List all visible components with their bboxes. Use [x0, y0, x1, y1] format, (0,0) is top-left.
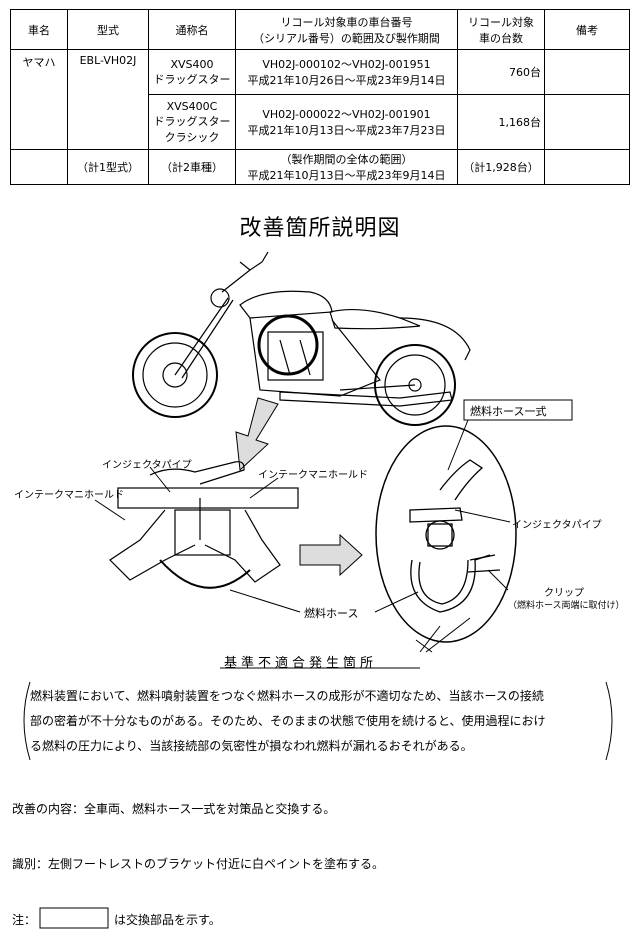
- detail-ellipse: [375, 425, 517, 643]
- diagram-title: 改善箇所説明図: [239, 216, 401, 241]
- total-count: （計1,928台）: [457, 149, 545, 185]
- total-make-cell: [10, 149, 68, 185]
- label-injector-pipe-left: インジェクタパイプ: [102, 460, 192, 471]
- description-bracket: [23, 681, 613, 761]
- header-notes: 備考: [544, 9, 630, 50]
- count-cell: 760台: [457, 49, 545, 95]
- remedy-text: 改善の内容：全車両、燃料ホース一式を対策品と交換する。: [12, 802, 336, 816]
- total-notes-cell: [544, 149, 630, 185]
- label-fuel-hose-set: 燃料ホース一式: [470, 405, 547, 418]
- note-prefix: 注：: [12, 913, 37, 927]
- defect-description: 燃料装置において、燃料噴射装置をつなぐ燃料ホースの成形が不適切なため、当該ホース…: [30, 689, 546, 753]
- pointer-arrow: [235, 397, 279, 472]
- label-clip: クリップ: [544, 588, 584, 599]
- intake-assembly-left: [109, 461, 299, 589]
- table-row: ヤマハ EBL-VH02J XVS400 ドラッグスター VH02J-00010…: [10, 49, 630, 150]
- transition-arrow: [299, 533, 363, 577]
- notes-cell: [544, 49, 630, 95]
- basis-label: 基準不適合発生箇所: [224, 656, 378, 671]
- motorcycle-illustration: [132, 251, 471, 426]
- leader-lines: [94, 419, 511, 653]
- total-kinds: （計2車種）: [148, 149, 236, 185]
- label-fuel-hose: 燃料ホース: [304, 607, 359, 620]
- header-model: 型式: [67, 9, 149, 50]
- fuel-hose-set-box: [463, 399, 573, 421]
- header-make: 車名: [10, 9, 68, 50]
- note-suffix: は交換部品を示す。: [114, 913, 221, 927]
- notes-cell: [544, 94, 630, 150]
- note-box-icon: [39, 907, 109, 929]
- fuel-hose-detail: [409, 459, 501, 613]
- label-clip-note: （燃料ホース両端に取付け）: [508, 601, 625, 611]
- total-range: （製作期間の全体の範囲） 平成21年10月13日～平成23年9月14日: [235, 149, 458, 185]
- recall-table: 車名 型式 通称名 リコール対象車の車台番号 （シリアル番号）の範囲及び製作期間…: [10, 9, 630, 185]
- name-cell: XVS400C ドラッグスター クラシック: [148, 94, 236, 150]
- make-cell: ヤマハ: [10, 49, 68, 150]
- label-injector-pipe-right: インジェクタパイプ: [512, 520, 602, 531]
- header-count: リコール対象 車の台数: [457, 9, 545, 50]
- highlight-circle: [257, 314, 319, 376]
- range-cell: VH02J-000022～VH02J-001901 平成21年10月13日～平成…: [235, 94, 458, 150]
- range-cell: VH02J-000102～VH02J-001951 平成21年10月26日～平成…: [235, 49, 458, 95]
- header-range: リコール対象車の車台番号 （シリアル番号）の範囲及び製作期間: [235, 9, 458, 50]
- total-models: （計1型式）: [67, 149, 149, 185]
- name-cell: XVS400 ドラッグスター: [148, 49, 236, 95]
- total-row: （計1型式） （計2車種） （製作期間の全体の範囲） 平成21年10月13日～平…: [10, 149, 630, 185]
- label-intake-left: インテークマニホールド: [14, 490, 124, 501]
- identification-text: 識別：左側フートレストのブラケット付近に白ペイントを塗布する。: [12, 857, 385, 871]
- label-intake-right: インテークマニホールド: [258, 470, 368, 481]
